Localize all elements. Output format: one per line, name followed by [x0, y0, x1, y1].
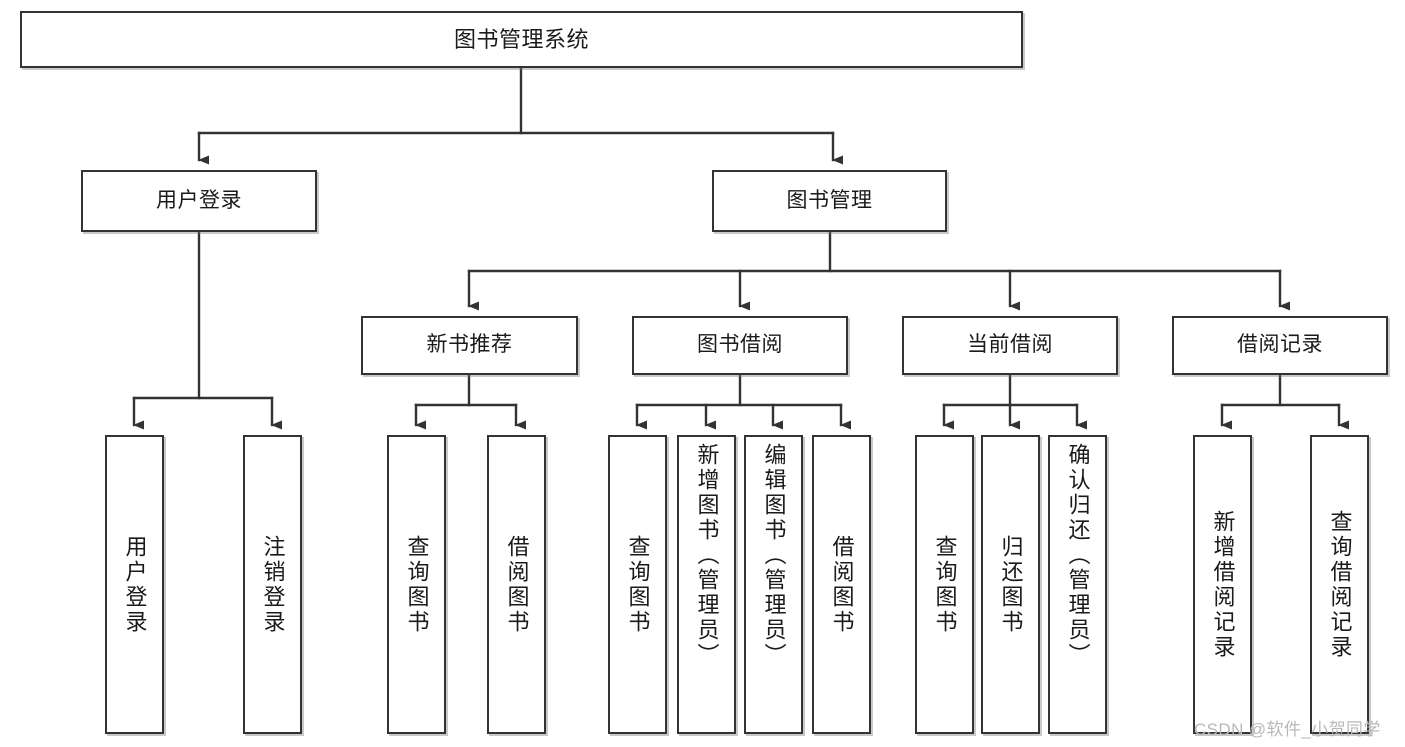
node-book-borrow-label: 图书借阅	[697, 333, 783, 357]
node-leaf-cb-query-book[interactable]: 查询图书	[915, 435, 974, 734]
node-new-book-rec-label: 新书推荐	[426, 333, 513, 357]
node-leaf-br-query-record-label: 查询借阅记录	[1327, 509, 1353, 660]
node-leaf-br-add-record[interactable]: 新增借阅记录	[1193, 435, 1252, 734]
node-leaf-br-query-record[interactable]: 查询借阅记录	[1310, 435, 1369, 734]
node-leaf-cb-confirm-return[interactable]: 确认归还（管理员）	[1048, 435, 1107, 734]
node-leaf-cb-query-book-label: 查询图书	[932, 534, 958, 635]
node-leaf-br-add-record-label: 新增借阅记录	[1210, 509, 1236, 660]
node-leaf-bb-add-book-label: 新增图书（管理员）	[694, 443, 720, 668]
node-leaf-bb-query-book[interactable]: 查询图书	[608, 435, 667, 734]
node-leaf-rec-borrow-book[interactable]: 借阅图书	[487, 435, 546, 734]
node-root[interactable]: 图书管理系统	[20, 11, 1023, 68]
node-leaf-bb-edit-book[interactable]: 编辑图书（管理员）	[744, 435, 803, 734]
node-leaf-bb-borrow-book[interactable]: 借阅图书	[812, 435, 871, 734]
csdn-watermark: CSDN @软件_小贺同学	[1194, 720, 1381, 739]
node-leaf-cb-return-book[interactable]: 归还图书	[981, 435, 1040, 734]
node-root-label: 图书管理系统	[453, 26, 589, 52]
node-leaf-rec-borrow-book-label: 借阅图书	[504, 534, 530, 635]
node-leaf-bb-add-book[interactable]: 新增图书（管理员）	[677, 435, 736, 734]
node-leaf-bb-query-book-label: 查询图书	[625, 534, 651, 635]
node-book-manage-label: 图书管理	[786, 188, 873, 212]
node-leaf-rec-query-book[interactable]: 查询图书	[387, 435, 446, 734]
node-borrow-record-label: 借阅记录	[1237, 333, 1323, 357]
node-book-manage[interactable]: 图书管理	[712, 170, 947, 232]
node-current-borrow-label: 当前借阅	[967, 333, 1053, 357]
node-book-borrow[interactable]: 图书借阅	[632, 316, 848, 375]
node-leaf-user-login[interactable]: 用户登录	[105, 435, 164, 734]
node-leaf-bb-edit-book-label: 编辑图书（管理员）	[761, 443, 787, 668]
node-leaf-cb-confirm-return-label: 确认归还（管理员）	[1065, 443, 1091, 668]
node-leaf-rec-query-book-label: 查询图书	[404, 534, 430, 635]
node-leaf-cb-return-book-label: 归还图书	[998, 534, 1024, 635]
node-leaf-user-logout-label: 注销登录	[260, 534, 286, 635]
node-current-borrow[interactable]: 当前借阅	[902, 316, 1118, 375]
node-leaf-bb-borrow-book-label: 借阅图书	[829, 534, 855, 635]
node-leaf-user-login-label: 用户登录	[122, 534, 148, 635]
node-new-book-rec[interactable]: 新书推荐	[361, 316, 578, 375]
node-user-login[interactable]: 用户登录	[81, 170, 317, 232]
node-leaf-user-logout[interactable]: 注销登录	[243, 435, 302, 734]
node-borrow-record[interactable]: 借阅记录	[1172, 316, 1388, 375]
node-user-login-label: 用户登录	[156, 188, 242, 212]
